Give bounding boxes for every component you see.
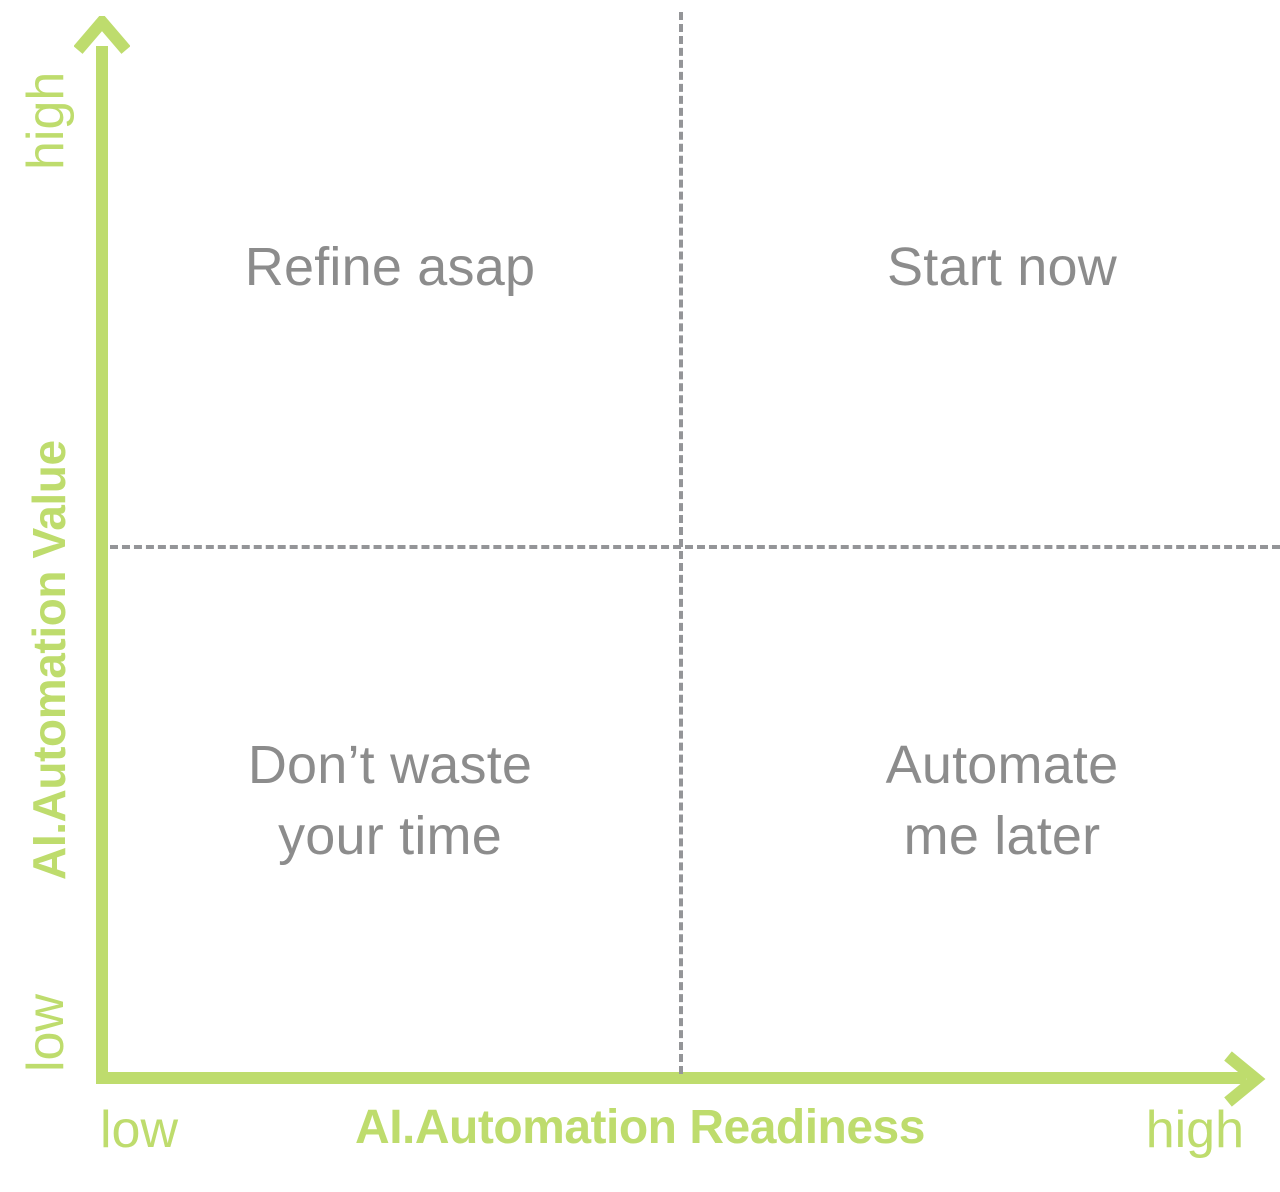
vertical-divider bbox=[679, 12, 683, 1074]
quadrant-label-start-now: Start now bbox=[887, 237, 1117, 297]
quadrant-label-dont-waste-your-time: Don’t waste your time bbox=[247, 735, 533, 867]
y-axis-arrow-icon bbox=[73, 12, 131, 72]
x-axis-high-label: high bbox=[1145, 1101, 1244, 1159]
horizontal-divider bbox=[110, 545, 1280, 549]
y-axis-low-label: low bbox=[17, 993, 75, 1072]
x-axis-line bbox=[96, 1072, 1246, 1084]
x-axis-label-row: low AI.Automation Readiness high bbox=[0, 1100, 1280, 1180]
y-axis-title: AI.Automation Value bbox=[23, 440, 75, 880]
x-axis-arrow-icon bbox=[1208, 1050, 1266, 1108]
x-axis-title: AI.Automation Readiness bbox=[355, 1101, 925, 1154]
y-axis-line bbox=[96, 46, 108, 1084]
quadrant-label-automate-me-later: Automate me later bbox=[885, 735, 1119, 867]
x-axis-low-label: low bbox=[100, 1101, 179, 1159]
quadrant-label-refine-asap: Refine asap bbox=[244, 237, 536, 297]
y-axis-high-label: high bbox=[17, 71, 75, 170]
